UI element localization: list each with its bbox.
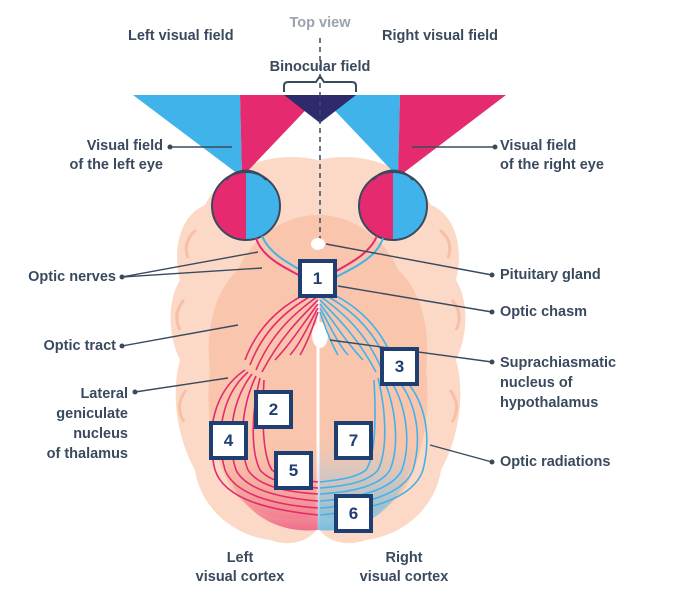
marker-6: 6 [334, 494, 373, 533]
left-eye [211, 169, 281, 241]
visual-field-right-eye-label: Visual field of the right eye [500, 138, 604, 173]
left-visual-field-label: Left visual field [128, 28, 234, 44]
suprachiasmatic-label: Suprachiasmatic nucleus of hypothalamus [500, 355, 617, 411]
top-view-label: Top view [289, 15, 351, 31]
marker-1: 1 [298, 259, 337, 298]
pituitary-gland-label: Pituitary gland [500, 267, 601, 283]
optic-chasm-label: Optic chasm [500, 304, 588, 320]
right-eye [358, 169, 428, 241]
right-visual-field-label: Right visual field [382, 28, 499, 44]
marker-3: 3 [380, 347, 419, 386]
left-visual-cortex-label: Left visual cortex [195, 550, 285, 585]
visual-field-triangles [133, 95, 506, 177]
lateral-geniculate-label: Lateral geniculate nucleus of thalamus [46, 386, 128, 462]
marker-5: 5 [274, 451, 313, 490]
marker-2: 2 [254, 390, 293, 429]
marker-7: 7 [334, 421, 373, 460]
optic-radiations-label: Optic radiations [500, 454, 611, 470]
leader-lines [121, 146, 495, 463]
right-visual-cortex-label: Right visual cortex [359, 550, 449, 585]
optic-nerves-label: Optic nerves [28, 269, 116, 285]
visual-field-left-eye-label: Visual field of the left eye [69, 138, 163, 173]
binocular-field-label: Binocular field [269, 59, 371, 75]
optic-tract-label: Optic tract [43, 338, 116, 354]
marker-4: 4 [209, 421, 248, 460]
